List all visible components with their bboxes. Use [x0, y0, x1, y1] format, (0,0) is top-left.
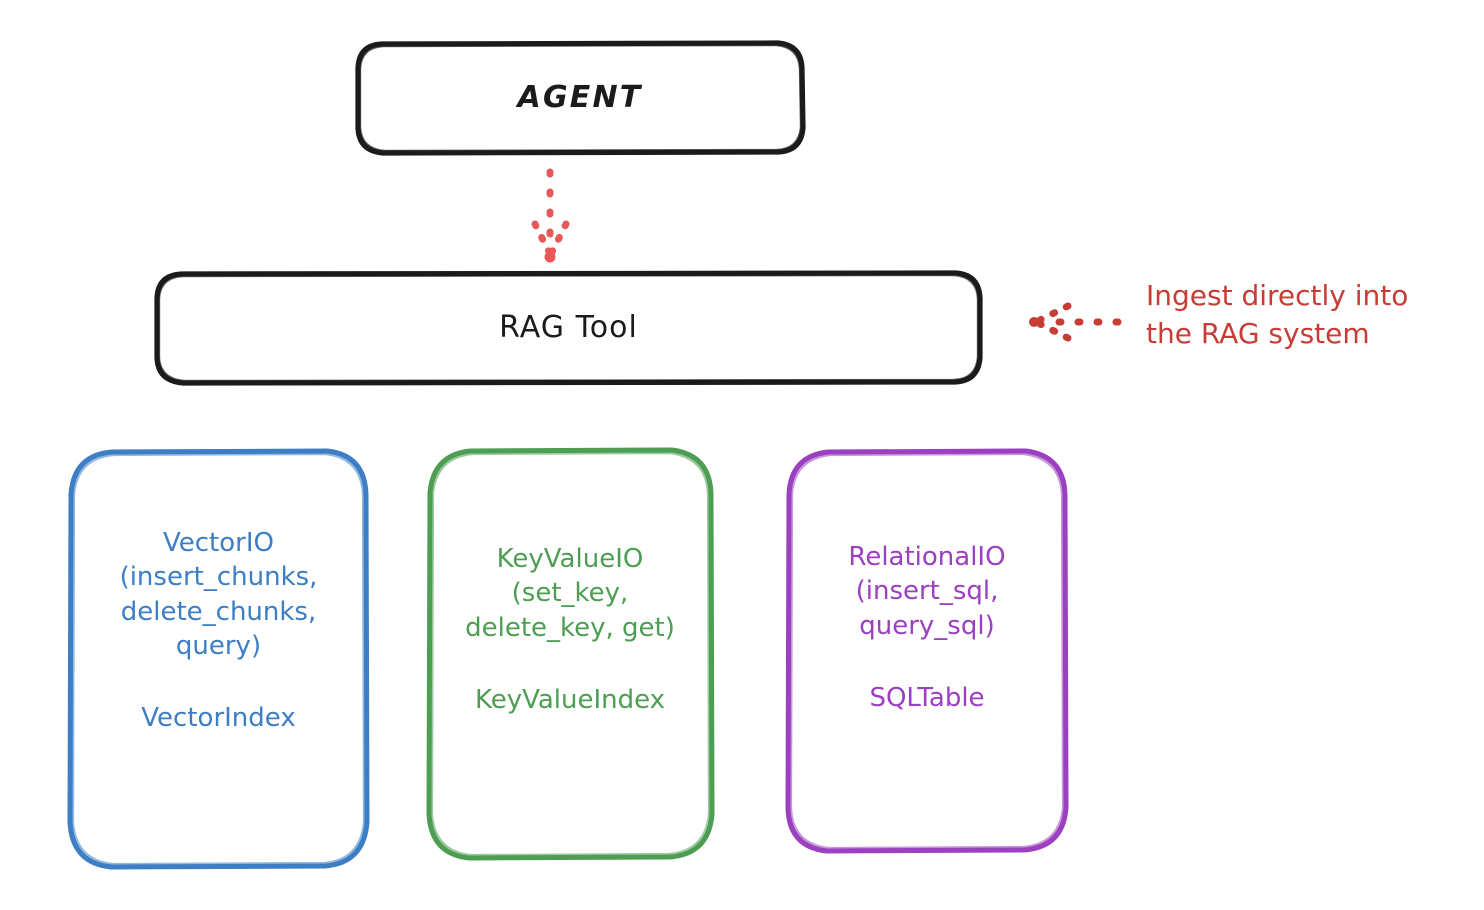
annotation-ingest-directly-text: Ingest directly into the RAG system	[1146, 279, 1409, 350]
node-agent-label: AGENT	[517, 79, 643, 115]
agent-to-rag-dotted-arrow-icon	[531, 168, 570, 263]
node-rag-tool-label: RAG Tool	[499, 309, 638, 345]
relational-io-box-outline	[785, 448, 1069, 854]
node-key-value-io-api-label: KeyValueIO (set_key, delete_key, get)	[465, 544, 675, 643]
node-key-value-io[interactable]: KeyValueIO (set_key, delete_key, get) Ke…	[428, 450, 712, 858]
agent-box-outline	[355, 40, 806, 156]
annotation-to-rag-dotted-arrow-icon	[1029, 302, 1122, 342]
node-relational-io[interactable]: RelationalIO (insert_sql, query_sql) SQL…	[788, 450, 1066, 850]
node-vector-io-api-label: VectorIO (insert_chunks, delete_chunks, …	[119, 528, 318, 661]
key-value-io-box-outline	[426, 447, 715, 861]
node-relational-io-entity-label: SQLTable	[869, 682, 985, 713]
node-key-value-io-entity-label: KeyValueIndex	[474, 684, 666, 715]
node-vector-io-content: VectorIO (insert_chunks, delete_chunks, …	[70, 450, 367, 867]
annotation-ingest-directly: Ingest directly into the RAG system	[1146, 277, 1476, 352]
node-relational-io-api-label: RelationalIO (insert_sql, query_sql)	[848, 542, 1006, 641]
node-relational-io-content: RelationalIO (insert_sql, query_sql) SQL…	[788, 450, 1066, 850]
node-vector-io-entity-label: VectorIndex	[141, 703, 296, 734]
node-rag-tool[interactable]: RAG Tool	[157, 272, 980, 384]
vector-io-box-outline	[67, 448, 370, 870]
rag-tool-box-outline	[154, 270, 983, 386]
node-vector-io[interactable]: VectorIO (insert_chunks, delete_chunks, …	[70, 450, 367, 867]
node-key-value-io-content: KeyValueIO (set_key, delete_key, get) Ke…	[428, 450, 712, 858]
node-agent[interactable]: AGENT	[358, 42, 802, 154]
